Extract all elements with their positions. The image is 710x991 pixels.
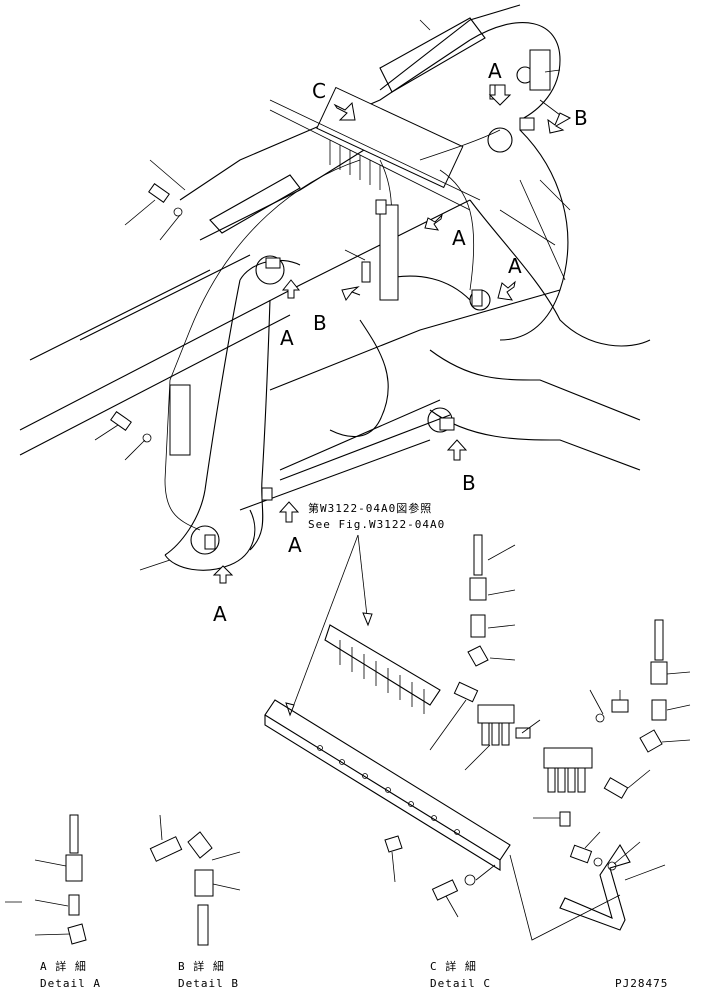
callout-a-low1: A: [288, 533, 302, 557]
detail-c-jp: C 詳 細: [430, 959, 477, 973]
reference-en: See Fig.W3122-04A0: [308, 518, 445, 531]
callout-labels: A B C A A A B B A A: [213, 59, 588, 626]
manifold-assembly-c: [164, 49, 551, 531]
detail-b-jp: B 詳 細: [178, 959, 225, 973]
callout-arrows: [212, 84, 572, 584]
main-fittings: [110, 84, 535, 550]
detail-c-assembly: [264, 534, 691, 941]
detail-a-assembly: [5, 814, 87, 945]
boom-structure: [19, 4, 651, 571]
callout-b-left: B: [313, 311, 327, 335]
drawing-number: PJ28475: [615, 977, 668, 990]
detail-a-en: Detail A: [40, 977, 101, 990]
reference-note: 第W3122-04A0図参照 See Fig.W3122-04A0: [285, 501, 445, 717]
callout-b-low: B: [462, 471, 476, 495]
callout-a-left: A: [280, 326, 294, 350]
detail-b-assembly: [149, 814, 241, 946]
detail-b-en: Detail B: [178, 977, 239, 990]
callout-a-mid1: A: [452, 226, 466, 250]
detail-captions: A 詳 細 Detail A B 詳 細 Detail B C 詳 細 Deta…: [40, 959, 668, 990]
detail-c-en: Detail C: [430, 977, 491, 990]
callout-a-top: A: [488, 59, 502, 83]
callout-c-top: C: [312, 79, 326, 103]
leader-lines-main: [94, 19, 571, 571]
detail-a-jp: A 詳 細: [40, 959, 87, 973]
callout-a-low2: A: [213, 602, 227, 626]
callout-b-top: B: [574, 106, 588, 130]
callout-a-mid2: A: [508, 254, 522, 278]
reference-jp: 第W3122-04A0図参照: [308, 501, 432, 515]
